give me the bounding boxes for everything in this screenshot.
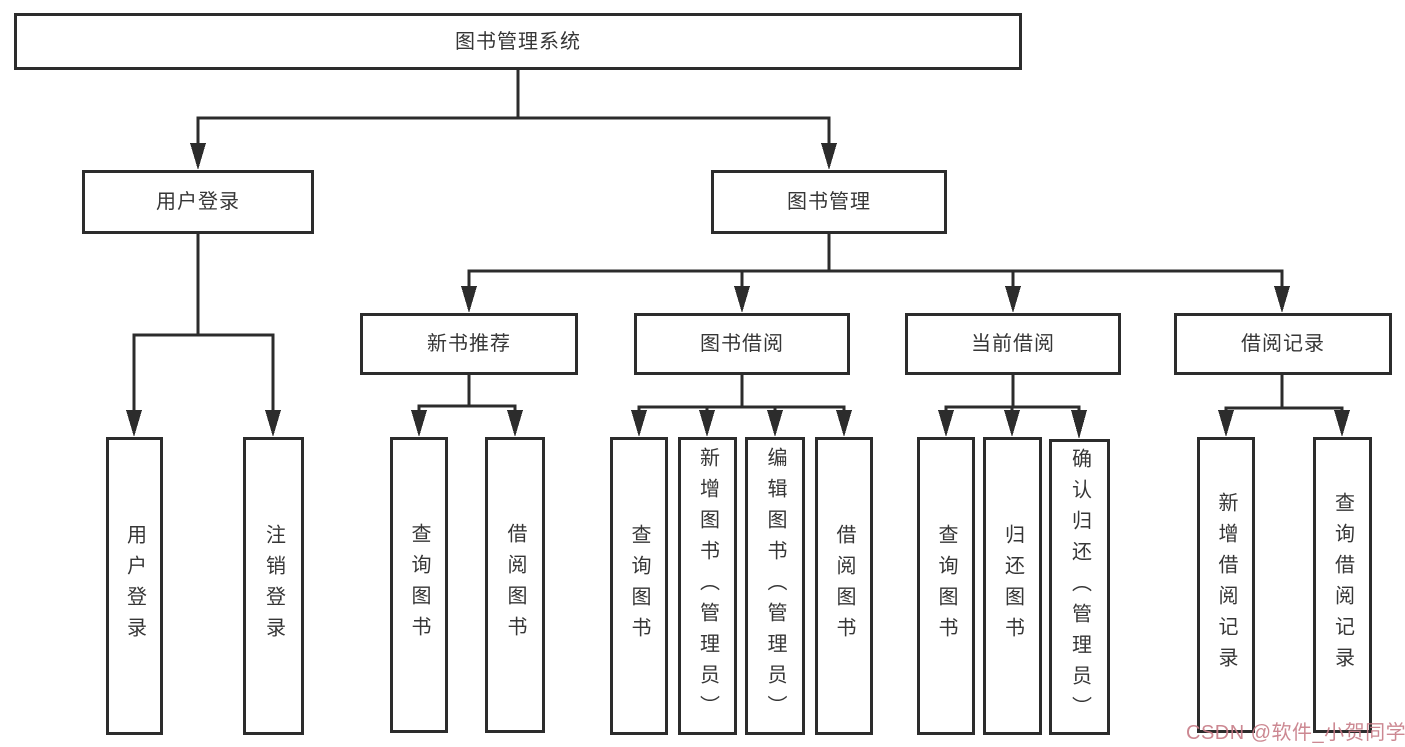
leaf-records-add-record: 新增借阅记录 [1197, 437, 1255, 733]
leaf-current-return-books: 归还图书 [983, 437, 1042, 735]
connector-borrow-records-children [1218, 375, 1350, 437]
node-root-system: 图书管理系统 [14, 13, 1022, 70]
connector-current-borrow-children [938, 375, 1087, 439]
connector-book-borrow-children [631, 375, 852, 437]
leaf-logout: 注销登录 [243, 437, 304, 735]
node-user-login: 用户登录 [82, 170, 314, 234]
leaf-user-login: 用户登录 [106, 437, 163, 735]
leaf-borrow-borrow-books: 借阅图书 [815, 437, 873, 735]
arrowhead-down-icon [631, 410, 647, 437]
node-new-book-recommend: 新书推荐 [360, 313, 578, 375]
leaf-borrow-edit-books-admin: 编辑图书（管理员） [745, 437, 805, 735]
node-label: 借阅图书 [833, 524, 855, 648]
arrowhead-down-icon [1274, 286, 1290, 313]
node-book-management: 图书管理 [711, 170, 947, 234]
arrowhead-down-icon [1005, 286, 1021, 313]
node-label: 借阅图书 [504, 523, 526, 647]
node-borrow-records: 借阅记录 [1174, 313, 1392, 375]
arrowhead-down-icon [699, 410, 715, 437]
node-label: 编辑图书（管理员） [764, 446, 786, 726]
leaf-borrow-add-books-admin: 新增图书（管理员） [678, 437, 737, 735]
node-label: 用户登录 [156, 191, 240, 213]
arrowhead-down-icon [836, 410, 852, 437]
node-label: 新书推荐 [427, 333, 511, 355]
arrowhead-down-icon [411, 410, 427, 437]
node-label: 查询图书 [935, 524, 957, 648]
arrowhead-down-icon [265, 410, 281, 437]
node-label: 图书管理系统 [455, 30, 581, 53]
connector-root-to-level2 [190, 70, 837, 170]
arrowhead-down-icon [1071, 410, 1087, 439]
node-label: 图书管理 [787, 191, 871, 213]
node-label: 新增图书（管理员） [696, 446, 719, 726]
node-current-borrow: 当前借阅 [905, 313, 1121, 375]
leaf-records-query-record: 查询借阅记录 [1313, 437, 1372, 733]
arrowhead-down-icon [461, 286, 477, 313]
node-label: 查询借阅记录 [1331, 492, 1354, 678]
arrowhead-down-icon [767, 410, 783, 437]
node-label: 归还图书 [1001, 524, 1024, 648]
node-label: 确认归还（管理员） [1068, 447, 1091, 727]
arrowhead-down-icon [734, 286, 750, 313]
csdn-watermark: CSDN @软件_小贺同学 [1186, 722, 1405, 744]
node-label: 用户登录 [123, 524, 146, 648]
arrowhead-down-icon [1218, 410, 1234, 437]
arrowhead-down-icon [821, 143, 837, 170]
leaf-newbook-query-books: 查询图书 [390, 437, 448, 733]
leaf-newbook-borrow-books: 借阅图书 [485, 437, 545, 733]
arrowhead-down-icon [1004, 410, 1020, 437]
arrowhead-down-icon [1334, 410, 1350, 437]
node-label: 查询图书 [408, 523, 430, 647]
connector-new-book-children [411, 375, 523, 437]
arrowhead-down-icon [507, 410, 523, 437]
node-label: 注销登录 [262, 524, 285, 648]
node-label: 查询图书 [628, 524, 650, 648]
connector-user-login-children [126, 234, 281, 437]
leaf-current-confirm-return-admin: 确认归还（管理员） [1049, 439, 1110, 735]
leaf-current-query-books: 查询图书 [917, 437, 975, 735]
leaf-borrow-query-books: 查询图书 [610, 437, 668, 735]
node-label: 新增借阅记录 [1215, 492, 1237, 678]
arrowhead-down-icon [938, 410, 954, 437]
node-book-borrow: 图书借阅 [634, 313, 850, 375]
connector-book-mgmt-children [461, 234, 1290, 313]
node-label: 当前借阅 [971, 333, 1055, 355]
node-label: 图书借阅 [700, 333, 784, 355]
arrowhead-down-icon [190, 143, 206, 170]
node-label: 借阅记录 [1241, 333, 1325, 355]
arrowhead-down-icon [126, 410, 142, 437]
